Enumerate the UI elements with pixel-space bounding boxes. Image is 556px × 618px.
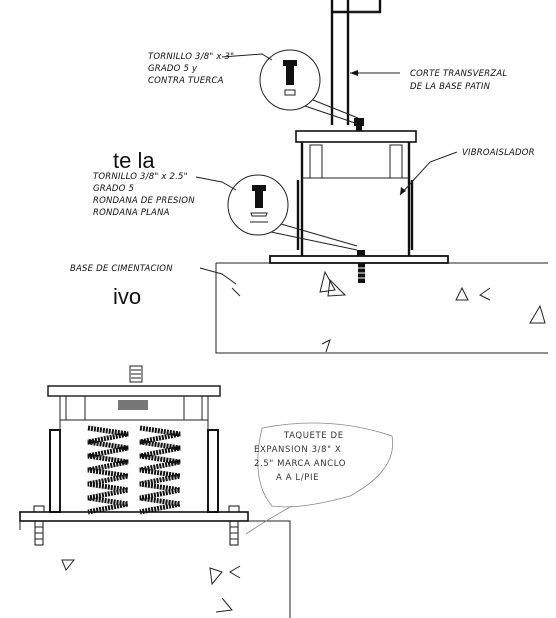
detail-circle-top [259,49,359,125]
anchor-label-line3: 2.5" MARCA ANCLO [254,459,346,469]
top-housing [59,395,209,421]
label-bolt-mid: TORNILLO 3/8" x 2.5" GRADO 5 RONDANA DE … [93,172,195,218]
concrete-foundation-bottom [19,520,291,618]
leader-foundation [199,267,237,285]
label-bolt-top-line3: CONTRA TUERCA [148,76,224,86]
label-bolt-mid-line3: RONDANA DE PRESION [93,196,195,206]
beam-channel [330,0,382,125]
leader-cross-section [350,70,400,76]
label-bolt-top-line1: TORNILLO 3/8" x 3" [148,52,234,62]
top-plate-bolt [354,118,364,131]
spring-housing-walls [49,420,219,513]
bottom-elevation: TAQUETE DE EXPANSION 3/8" X 2.5" MARCA A… [19,365,394,618]
anchor-bolt-top [357,250,365,283]
concrete-foundation-top [215,262,548,354]
label-cross-section-line1: CORTE TRANSVERZAL [410,69,507,79]
detail-circle-mid [227,174,358,251]
label-bolt-top: TORNILLO 3/8" x 3" GRADO 5 y CONTRA TUER… [148,52,234,86]
text-fragment-bottom: ivo [113,284,141,309]
label-bolt-mid-line2: GRADO 5 [93,184,134,194]
label-cross-section-line2: DE LA BASE PATIN [410,82,491,92]
isolator-base-plate [19,511,249,522]
anchor-label-line1: TAQUETE DE [283,431,344,441]
isolator-housing [296,142,414,256]
anchor-label-bubble: TAQUETE DE EXPANSION 3/8" X 2.5" MARCA A… [245,422,394,535]
text-fragment-top: te la [113,148,155,173]
isolator-bottom-plate [269,255,449,264]
anchor-bolt-left [33,505,45,546]
spring-left [87,425,129,515]
leader-bolt-top [221,53,273,61]
top-base-plate [295,130,417,143]
label-bolt-mid-line1: TORNILLO 3/8" x 2.5" [93,172,188,182]
anchor-label-line4: A A L/PIE [276,473,319,483]
spring-right [139,425,181,515]
isolator-top-plate [47,385,221,397]
top-stud [129,365,143,383]
label-bolt-top-line2: GRADO 5 y [148,64,198,74]
label-cross-section: CORTE TRANSVERZAL DE LA BASE PATIN [410,69,507,92]
top-elevation: TORNILLO 3/8" x 3" GRADO 5 y CONTRA TUER… [70,0,548,354]
anchor-bolt-right [228,505,240,546]
leader-bolt-mid [195,176,237,191]
anchor-label-line2: EXPANSION 3/8" X [254,445,341,455]
leader-isolator [399,151,458,196]
label-foundation: BASE DE CIMENTACION [70,264,173,274]
label-bolt-mid-line4: RONDANA PLANA [93,208,170,218]
label-isolator: VIBROAISLADOR [462,148,535,158]
